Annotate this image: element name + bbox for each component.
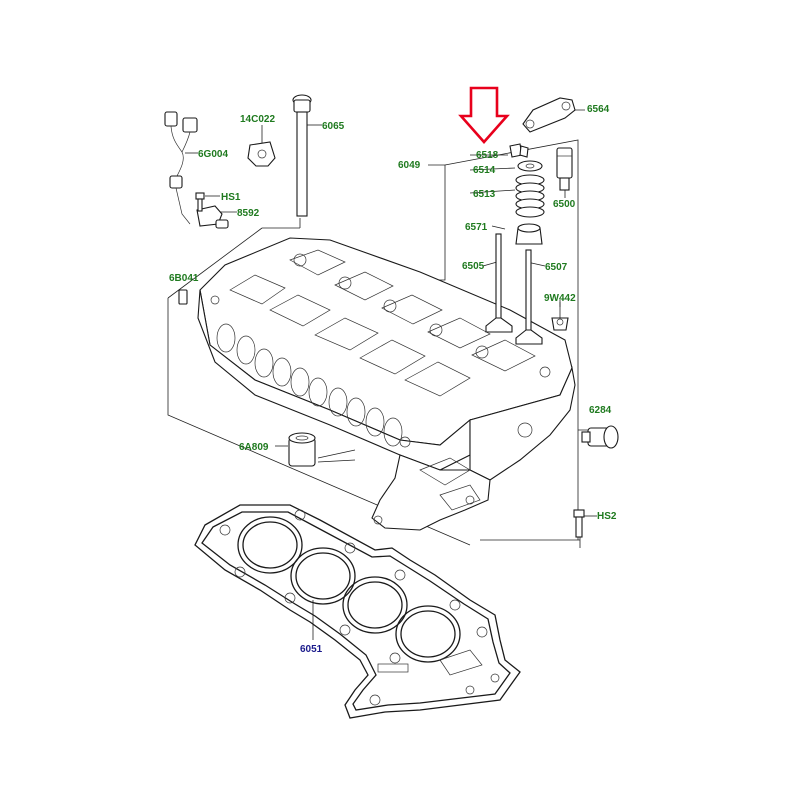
callout-9w442: 9W442 [544, 293, 576, 304]
valve-spring [515, 174, 545, 218]
callout-6b041: 6B041 [169, 273, 199, 284]
callout-6a809: 6A809 [239, 442, 269, 453]
rocker-arm [522, 97, 576, 133]
callout-6049: 6049 [398, 160, 421, 171]
callout-hs2: HS2 [597, 511, 617, 522]
sensor-harness [164, 111, 198, 225]
valve-keepers [509, 143, 529, 158]
cylinder-head [197, 237, 576, 531]
callout-hs1: HS1 [221, 192, 241, 203]
bracket-14c022 [247, 141, 276, 167]
intake-valve [485, 233, 513, 333]
cylinder-head-plug [581, 425, 619, 449]
callout-6065: 6065 [322, 121, 345, 132]
callout-6g004: 6G004 [198, 149, 228, 160]
bolt-hs2 [573, 509, 585, 538]
callout-6500: 6500 [553, 199, 576, 210]
callout-6505: 6505 [462, 261, 485, 272]
callout-14c022: 14C022 [240, 114, 275, 125]
cylinder-head-gasket [194, 504, 521, 719]
callout-8592: 8592 [237, 208, 260, 219]
callout-6571: 6571 [465, 222, 488, 233]
bolt-hs1 [195, 192, 205, 212]
callout-labels: 6564 6518 6514 6513 6500 6049 6571 6505 … [169, 104, 617, 655]
dowel-6b041 [178, 289, 188, 305]
callout-6514: 6514 [473, 165, 496, 176]
temperature-sensor [551, 317, 569, 331]
lash-adjuster [556, 147, 573, 191]
callout-6513: 6513 [473, 189, 496, 200]
callout-6507: 6507 [545, 262, 568, 273]
callout-6564: 6564 [587, 104, 610, 115]
camshaft-sensor [196, 205, 229, 229]
valve-stem-seal [515, 223, 543, 245]
spring-retainer [517, 160, 543, 172]
callout-6518: 6518 [476, 150, 499, 161]
callout-6284: 6284 [589, 405, 612, 416]
cylinder-head-bolt [292, 94, 312, 217]
exhaust-valve [515, 249, 543, 345]
bushing-6a809 [288, 432, 316, 467]
callout-6051: 6051 [300, 644, 323, 655]
down-arrow-icon [458, 86, 510, 144]
